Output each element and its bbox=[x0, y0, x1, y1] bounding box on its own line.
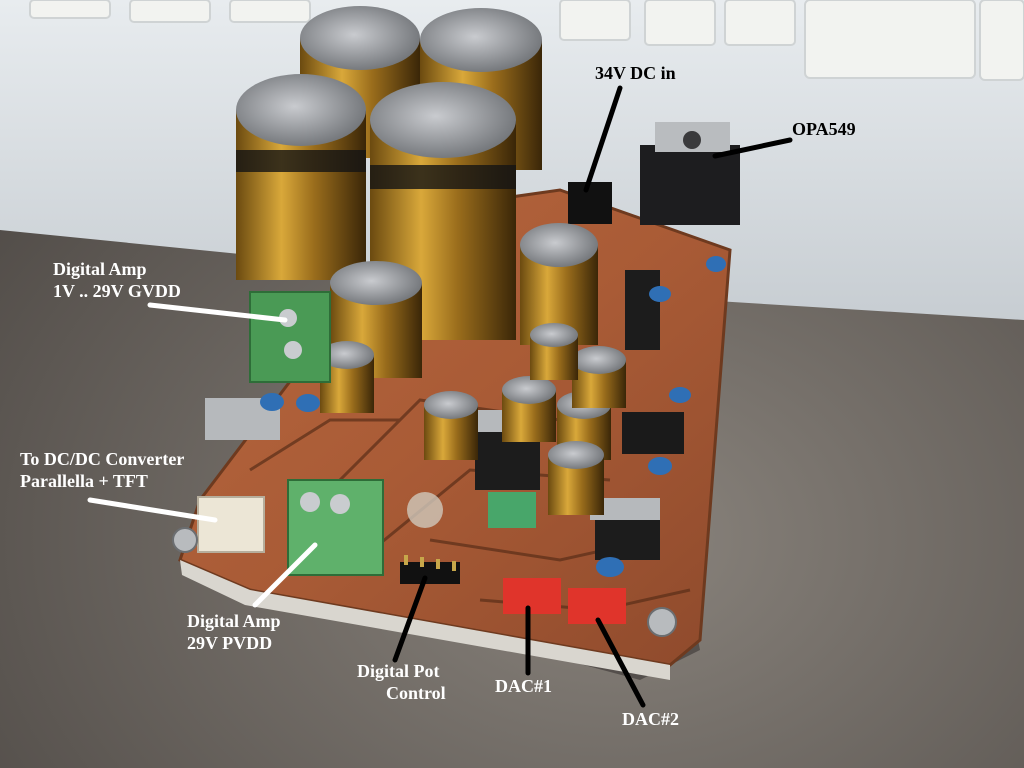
label-pvdd-line1: Digital Amp bbox=[187, 611, 281, 631]
annotation-lines bbox=[87, 85, 793, 708]
jst-connector bbox=[197, 496, 265, 553]
label-pot-line2: Control bbox=[386, 683, 446, 703]
label-dc-in: 34V DC in bbox=[595, 63, 676, 83]
keyboard-keys bbox=[29, 0, 1024, 81]
big-capacitors bbox=[236, 6, 542, 340]
label-dcdc-line2: Parallella + TFT bbox=[20, 471, 148, 491]
opa549-chip bbox=[640, 122, 740, 225]
screws bbox=[172, 527, 677, 637]
dc-in-connector bbox=[568, 182, 612, 224]
dip-ic bbox=[622, 412, 684, 454]
label-pot-line1: Digital Pot bbox=[357, 661, 440, 681]
label-opa549: OPA549 bbox=[792, 119, 856, 139]
label-dcdc-line1: To DC/DC Converter bbox=[20, 449, 185, 469]
pcb-edge bbox=[180, 560, 670, 680]
label-dac2: DAC#2 bbox=[622, 709, 679, 729]
label-gvdd-line1: Digital Amp bbox=[53, 259, 147, 279]
label-dac1: DAC#1 bbox=[495, 676, 552, 696]
terminal-blocks bbox=[249, 291, 384, 576]
pin-header bbox=[400, 555, 460, 584]
ceramic-capacitors bbox=[260, 256, 726, 577]
label-gvdd-line2: 1V .. 29V GVDD bbox=[53, 281, 181, 301]
digital-pot bbox=[407, 492, 443, 528]
small-capacitors bbox=[320, 323, 626, 515]
label-pvdd-line2: 29V PVDD bbox=[187, 633, 273, 653]
film-capacitor bbox=[488, 492, 536, 528]
